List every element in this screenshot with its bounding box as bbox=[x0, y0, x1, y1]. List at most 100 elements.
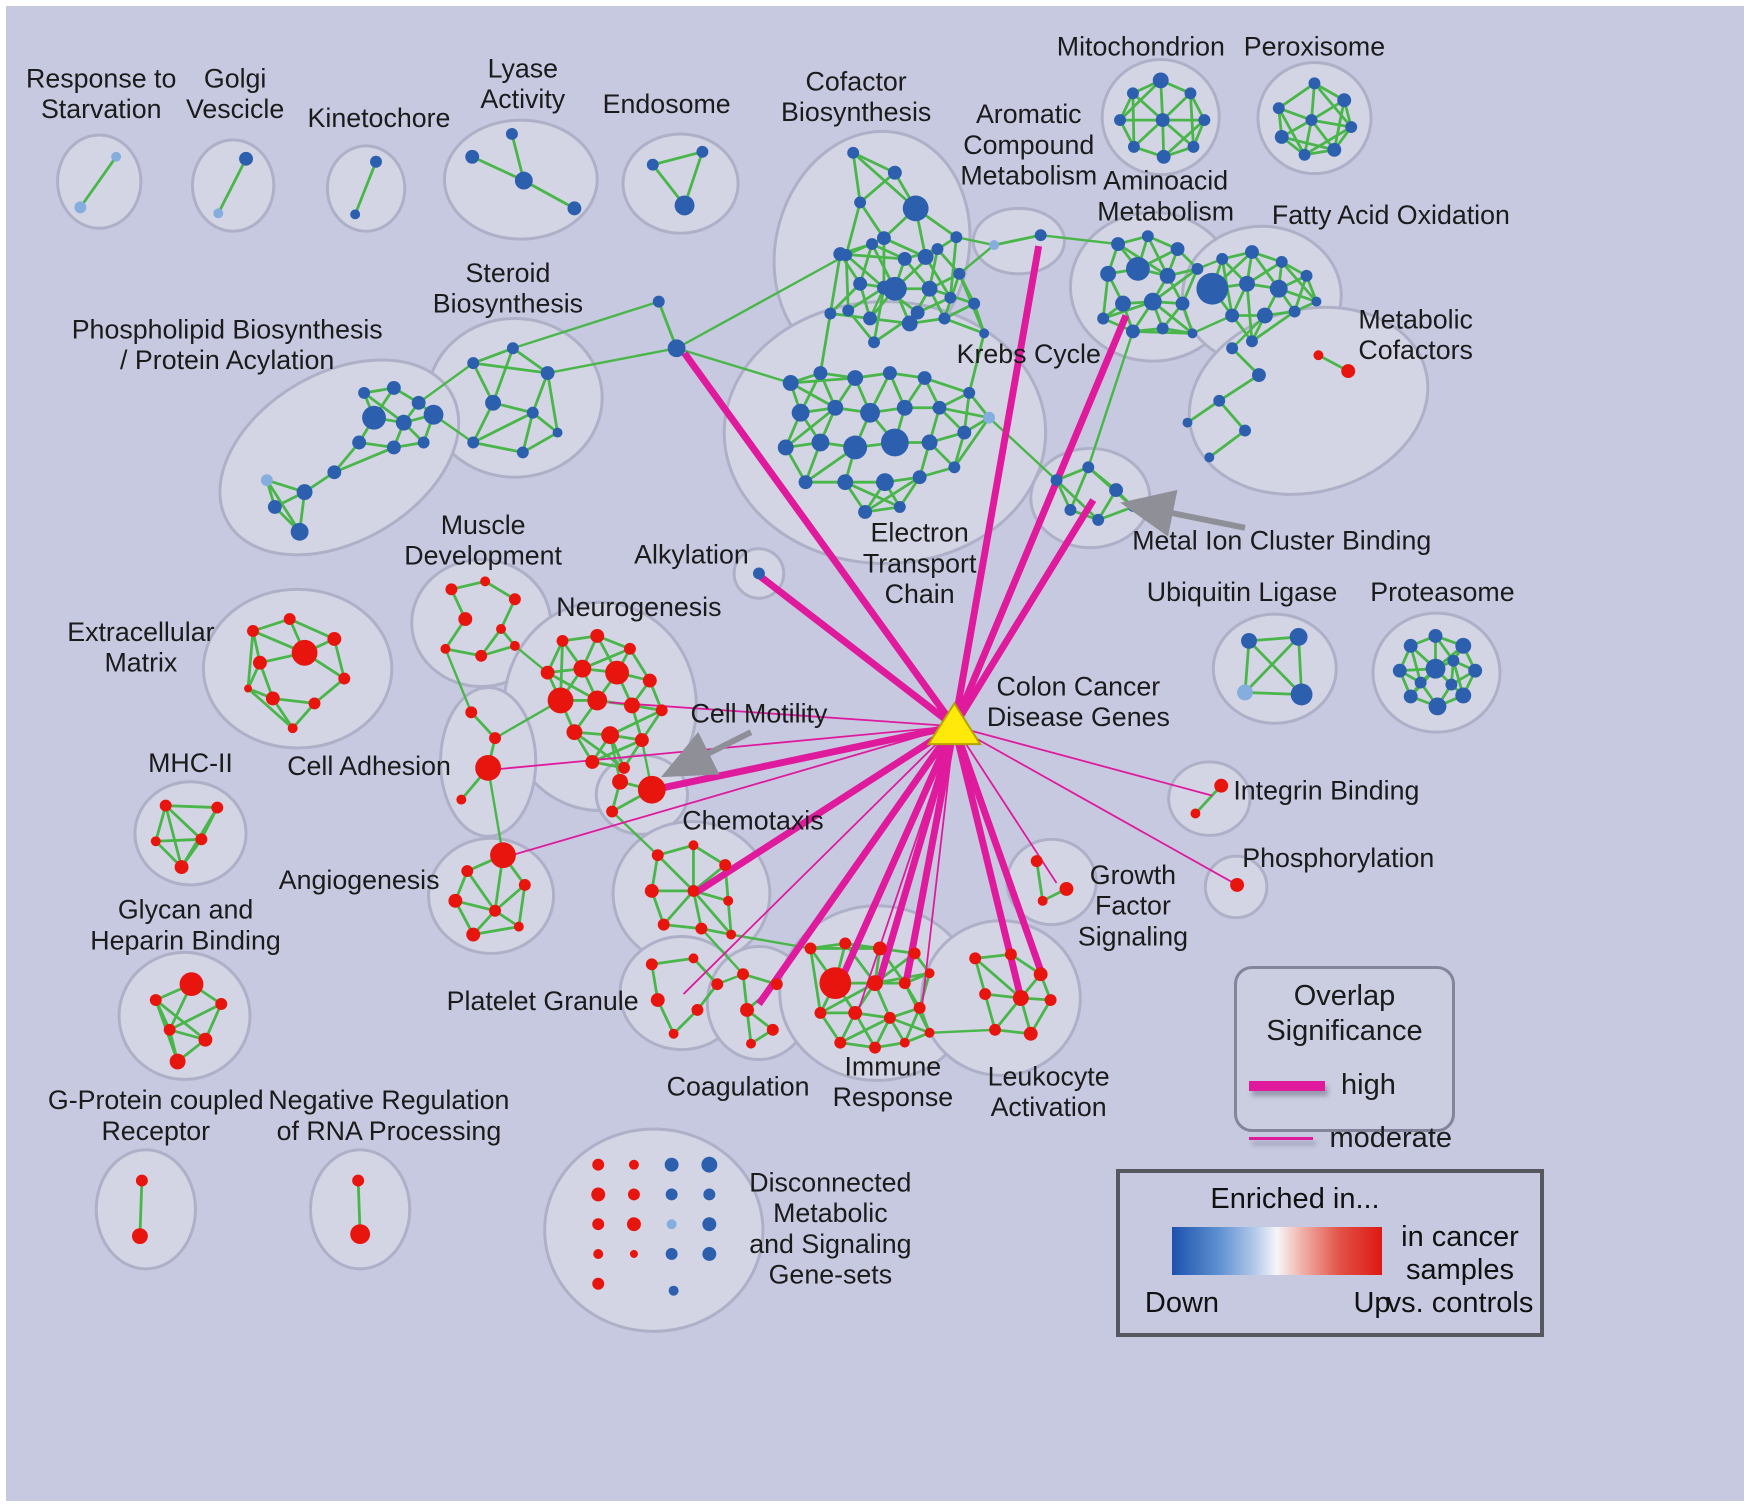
gene-set-node[interactable] bbox=[651, 849, 664, 862]
gene-set-node[interactable] bbox=[1245, 245, 1259, 259]
gene-set-node[interactable] bbox=[628, 1159, 639, 1170]
gene-set-node[interactable] bbox=[695, 922, 708, 935]
gene-set-node[interactable] bbox=[624, 642, 636, 655]
gene-set-node[interactable] bbox=[665, 1188, 678, 1201]
gene-set-node[interactable] bbox=[1004, 948, 1017, 961]
gene-set-node[interactable] bbox=[702, 1247, 717, 1261]
gene-set-node[interactable] bbox=[1187, 140, 1200, 153]
gene-set-node[interactable] bbox=[606, 805, 619, 818]
gene-set-node[interactable] bbox=[688, 840, 699, 851]
gene-set-node[interactable] bbox=[466, 927, 481, 942]
gene-set-node[interactable] bbox=[1156, 149, 1171, 164]
gene-set-node[interactable] bbox=[1059, 881, 1074, 896]
gene-set-node[interactable] bbox=[968, 297, 981, 310]
gene-set-node[interactable] bbox=[417, 436, 430, 449]
gene-set-node[interactable] bbox=[1034, 229, 1047, 242]
gene-set-node[interactable] bbox=[169, 1053, 186, 1070]
gene-set-node[interactable] bbox=[979, 988, 992, 1001]
gene-set-node[interactable] bbox=[605, 660, 629, 685]
gene-set-node[interactable] bbox=[834, 1036, 847, 1049]
gene-set-node[interactable] bbox=[516, 446, 529, 459]
gene-set-node[interactable] bbox=[1225, 308, 1240, 323]
gene-set-node[interactable] bbox=[352, 1174, 365, 1187]
gene-set-node[interactable] bbox=[489, 904, 502, 917]
gene-set-node[interactable] bbox=[899, 1037, 910, 1048]
gene-set-node[interactable] bbox=[291, 639, 318, 666]
gene-set-node[interactable] bbox=[1274, 130, 1289, 144]
gene-set-node[interactable] bbox=[513, 921, 524, 932]
gene-set-node[interactable] bbox=[514, 171, 533, 190]
gene-set-node[interactable] bbox=[819, 967, 852, 1000]
gene-set-node[interactable] bbox=[1115, 295, 1131, 312]
gene-set-node[interactable] bbox=[461, 865, 474, 878]
gene-set-node[interactable] bbox=[752, 567, 765, 580]
gene-set-node[interactable] bbox=[893, 501, 906, 513]
gene-set-node[interactable] bbox=[898, 977, 911, 990]
gene-set-node[interactable] bbox=[1403, 638, 1418, 653]
gene-set-node[interactable] bbox=[917, 371, 932, 385]
gene-set-node[interactable] bbox=[287, 723, 298, 734]
gene-set-node[interactable] bbox=[448, 893, 463, 908]
gene-set-node[interactable] bbox=[411, 395, 426, 410]
gene-set-node[interactable] bbox=[458, 612, 473, 627]
gene-set-node[interactable] bbox=[296, 484, 313, 501]
gene-set-node[interactable] bbox=[445, 583, 458, 596]
gene-set-node[interactable] bbox=[989, 240, 1000, 251]
gene-set-node[interactable] bbox=[642, 673, 657, 688]
colon-cancer-hub-node[interactable] bbox=[926, 701, 982, 746]
gene-set-node[interactable] bbox=[244, 684, 253, 693]
gene-set-node[interactable] bbox=[1298, 148, 1311, 161]
gene-set-node[interactable] bbox=[989, 1023, 1001, 1036]
gene-set-node[interactable] bbox=[1445, 678, 1458, 691]
gene-set-node[interactable] bbox=[1256, 307, 1273, 324]
gene-set-node[interactable] bbox=[1182, 417, 1193, 428]
gene-set-node[interactable] bbox=[475, 649, 488, 662]
gene-set-node[interactable] bbox=[875, 473, 894, 492]
gene-set-node[interactable] bbox=[585, 754, 600, 769]
gene-set-node[interactable] bbox=[637, 775, 666, 804]
gene-set-node[interactable] bbox=[290, 522, 309, 541]
gene-set-node[interactable] bbox=[1191, 262, 1204, 275]
gene-set-node[interactable] bbox=[688, 953, 699, 964]
gene-set-node[interactable] bbox=[629, 1250, 638, 1258]
gene-set-node[interactable] bbox=[746, 1038, 756, 1049]
gene-set-node[interactable] bbox=[842, 304, 855, 317]
gene-set-node[interactable] bbox=[1050, 474, 1063, 487]
gene-set-node[interactable] bbox=[791, 403, 810, 422]
gene-set-node[interactable] bbox=[540, 665, 555, 680]
gene-set-node[interactable] bbox=[1175, 296, 1190, 311]
gene-set-node[interactable] bbox=[917, 249, 934, 265]
gene-set-node[interactable] bbox=[668, 1285, 679, 1296]
gene-set-node[interactable] bbox=[833, 247, 848, 261]
gene-set-node[interactable] bbox=[837, 474, 854, 491]
gene-set-node[interactable] bbox=[1327, 142, 1342, 157]
gene-set-node[interactable] bbox=[1114, 114, 1126, 127]
gene-set-node[interactable] bbox=[860, 402, 880, 423]
gene-set-node[interactable] bbox=[566, 724, 583, 741]
gene-set-node[interactable] bbox=[1468, 663, 1483, 678]
gene-set-node[interactable] bbox=[467, 436, 480, 449]
gene-set-node[interactable] bbox=[897, 252, 912, 266]
gene-set-node[interactable] bbox=[358, 386, 371, 399]
gene-set-node[interactable] bbox=[813, 366, 828, 380]
gene-set-node[interactable] bbox=[465, 706, 478, 719]
gene-set-node[interactable] bbox=[592, 1158, 605, 1171]
gene-set-node[interactable] bbox=[646, 158, 659, 171]
gene-set-node[interactable] bbox=[912, 470, 927, 485]
gene-set-node[interactable] bbox=[1198, 114, 1211, 127]
gene-set-node[interactable] bbox=[111, 151, 122, 162]
gene-set-node[interactable] bbox=[777, 439, 794, 456]
gene-set-node[interactable] bbox=[652, 295, 665, 308]
gene-set-node[interactable] bbox=[667, 339, 686, 358]
gene-set-node[interactable] bbox=[540, 366, 555, 380]
gene-set-node[interactable] bbox=[932, 400, 947, 415]
gene-set-node[interactable] bbox=[804, 942, 817, 955]
gene-set-node[interactable] bbox=[591, 1187, 606, 1202]
gene-set-node[interactable] bbox=[782, 375, 799, 391]
gene-set-node[interactable] bbox=[924, 968, 935, 979]
gene-set-node[interactable] bbox=[1313, 350, 1324, 361]
gene-set-node[interactable] bbox=[485, 394, 502, 411]
gene-set-node[interactable] bbox=[1082, 461, 1095, 474]
gene-set-node[interactable] bbox=[265, 691, 280, 706]
gene-set-node[interactable] bbox=[770, 978, 783, 991]
